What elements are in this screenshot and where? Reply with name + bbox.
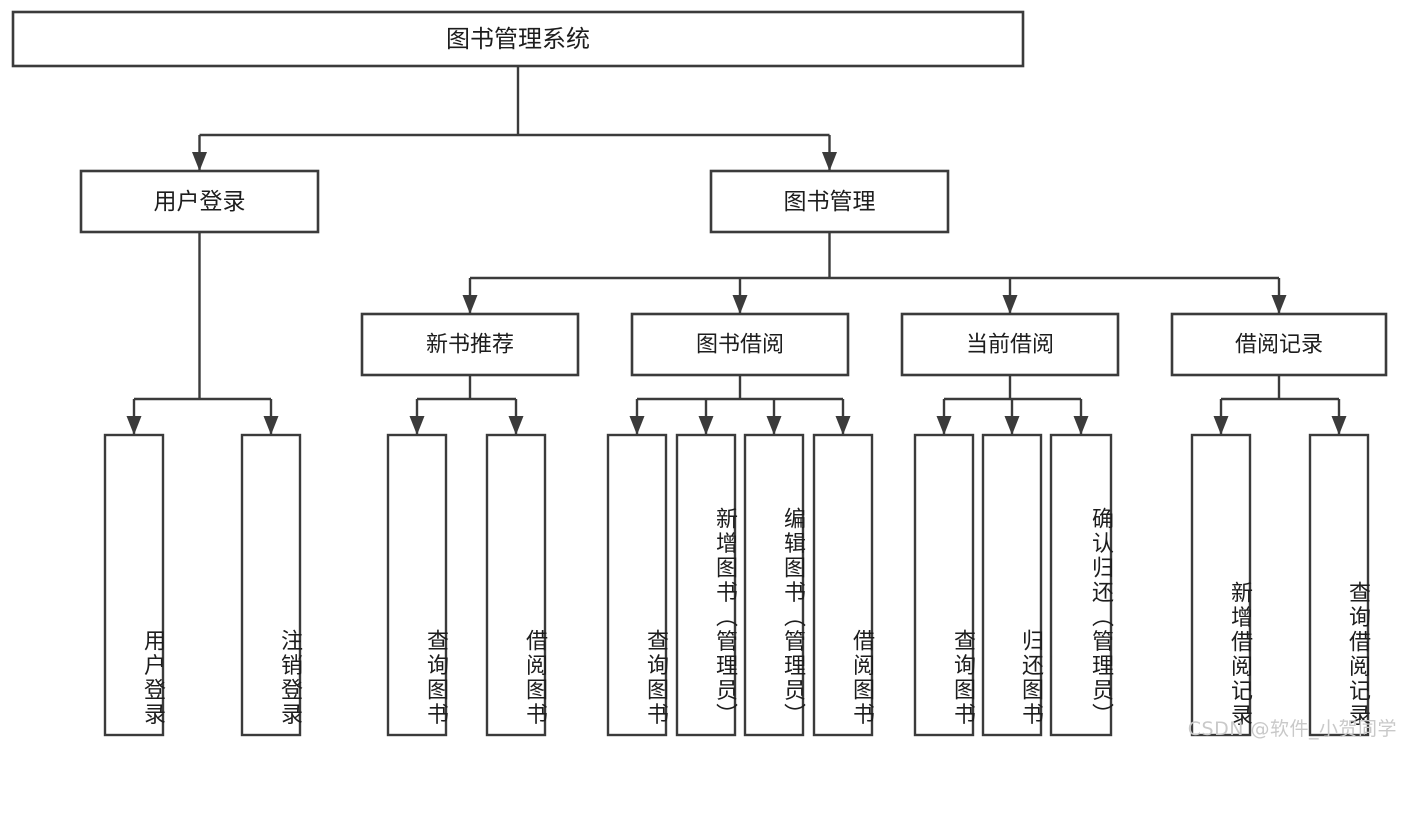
arrow-head-icon [629,416,645,435]
node-box-leaf-query-book-3[interactable] [913,433,975,737]
arrow-head-icon [1073,416,1089,435]
arrow-head-icon [835,416,851,435]
arrow-head-icon [409,416,425,435]
arrow-head-icon [1331,416,1347,435]
arrow-head-icon [263,416,279,435]
arrow-head-icon [766,416,782,435]
node-box-leaf-return-book[interactable] [981,433,1043,737]
node-label-new-book-rec: 新书推荐 [426,333,514,358]
node-box-leaf-borrow-book-1[interactable] [485,433,547,737]
arrow-head-icon [1004,416,1020,435]
arrow-head-icon [462,295,478,314]
node-label-book-manage: 图书管理 [784,189,876,215]
node-box-leaf-edit-book[interactable] [743,433,805,737]
arrow-head-icon [1271,295,1287,314]
arrow-head-icon [1002,295,1018,314]
node-box-current-borrow[interactable] [900,312,1120,377]
node-box-leaf-query-record[interactable] [1308,433,1370,737]
boxes-layer [11,10,1388,737]
csdn-watermark: CSDN @软件_小贺同学 [1187,718,1397,740]
node-label-book-borrow: 图书借阅 [696,333,784,358]
node-box-new-book-rec[interactable] [360,312,580,377]
node-box-leaf-add-record[interactable] [1190,433,1252,737]
node-box-book-borrow[interactable] [630,312,850,377]
arrow-head-icon [936,416,952,435]
arrow-head-icon [508,416,524,435]
node-box-root[interactable] [11,10,1025,68]
node-box-user-login[interactable] [79,169,320,234]
arrow-head-icon [732,295,748,314]
arrow-head-icon [698,416,714,435]
arrow-head-icon [126,416,142,435]
node-box-leaf-confirm-return[interactable] [1049,433,1113,737]
node-box-leaf-add-book[interactable] [675,433,737,737]
node-box-borrow-record[interactable] [1170,312,1388,377]
node-box-leaf-user-login[interactable] [103,433,165,737]
node-label-root: 图书管理系统 [446,25,590,53]
node-box-leaf-borrow-book-2[interactable] [812,433,874,737]
edges-layer [126,66,1347,435]
node-label-user-login: 用户登录 [154,189,246,215]
node-box-book-manage[interactable] [709,169,950,234]
arrow-head-icon [192,152,207,171]
node-box-leaf-logout[interactable] [240,433,302,737]
arrow-head-icon [822,152,837,171]
functional-structure-diagram: 图书管理系统用户登录图书管理新书推荐图书借阅当前借阅借阅记录 用户登录注销登录查… [11,10,1397,740]
node-label-current-borrow: 当前借阅 [966,333,1054,358]
node-box-leaf-query-book-2[interactable] [606,433,668,737]
arrow-head-icon [1213,416,1229,435]
node-box-leaf-query-book-1[interactable] [386,433,448,737]
node-label-borrow-record: 借阅记录 [1235,333,1323,358]
